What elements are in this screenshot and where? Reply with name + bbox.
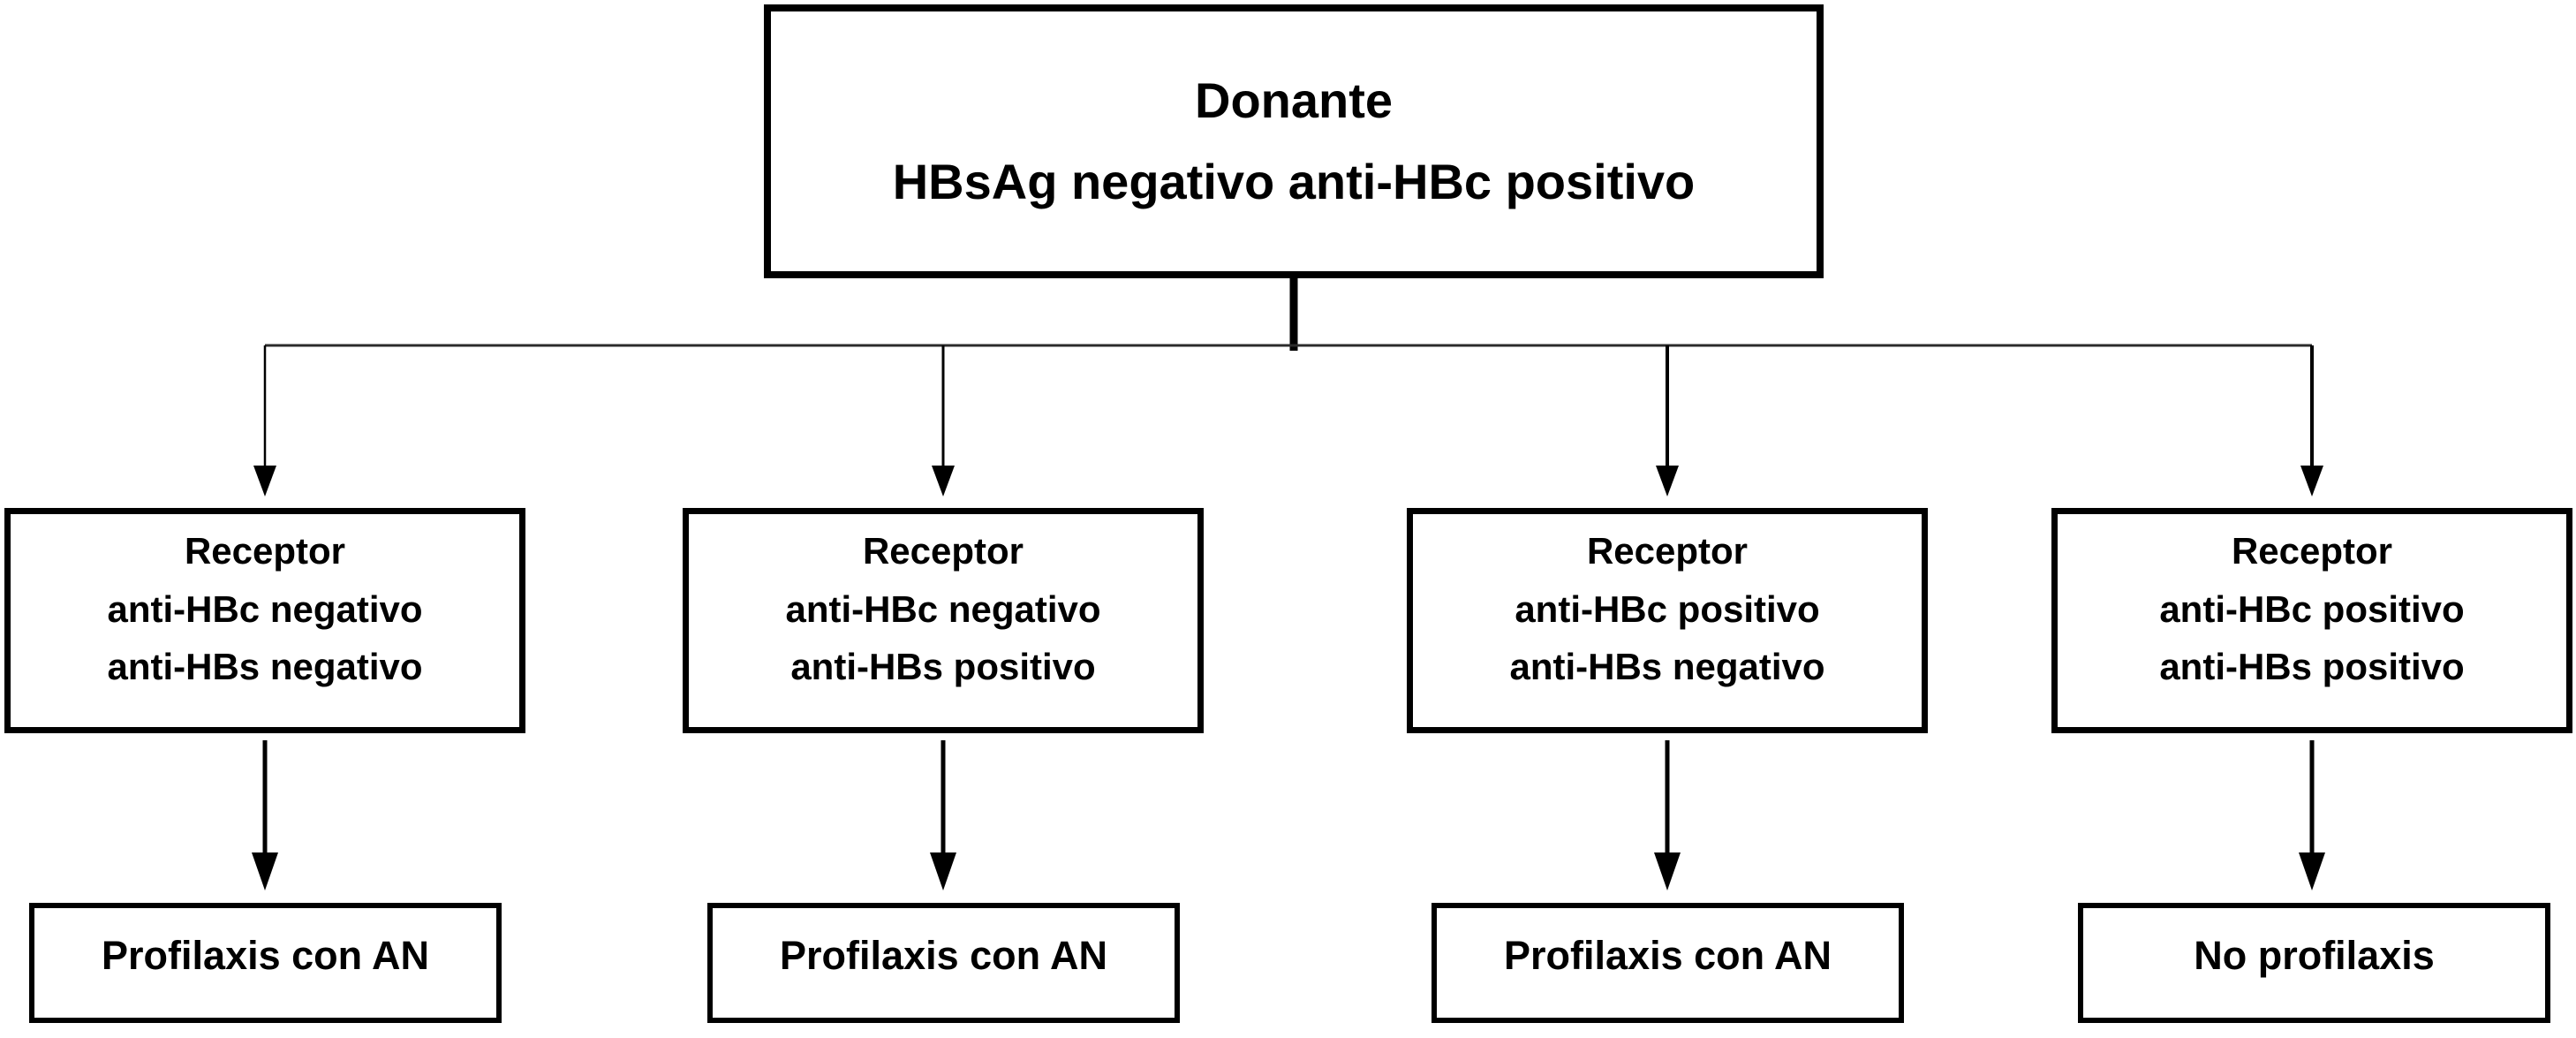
outcome-box-4: No profilaxis [2078,903,2550,1023]
donor-box: Donante HBsAg negativo anti-HBc positivo [764,4,1824,278]
outcome-box-3: Profilaxis con AN [1432,903,1904,1023]
receptor-2-title: Receptor [862,529,1024,572]
branch-arrow-1 [253,345,276,496]
outcome-arrow-4 [2299,740,2325,890]
outcome-arrow-3 [1654,740,1681,890]
receptor-box-4: Receptor anti-HBc positivo anti-HBs posi… [2051,508,2572,733]
outcome-box-2: Profilaxis con AN [707,903,1180,1023]
receptor-4-antihbc: anti-HBc positivo [2159,587,2465,630]
donor-title: Donante [1195,72,1393,128]
donor-serology: HBsAg negativo anti-HBc positivo [892,154,1696,209]
outcome-4-label: No profilaxis [2194,933,2435,978]
outcome-box-1: Profilaxis con AN [29,903,502,1023]
receptor-3-title: Receptor [1586,529,1749,572]
branch-arrow-3 [1656,345,1679,496]
receptor-3-antihbs: anti-HBs negativo [1509,646,1825,688]
receptor-4-antihbs: anti-HBs positivo [2159,646,2465,688]
outcome-arrow-2 [930,740,956,890]
receptor-box-1: Receptor anti-HBc negativo anti-HBs nega… [4,508,525,733]
receptor-2-antihbs: anti-HBs positivo [790,646,1096,688]
receptor-1-title: Receptor [184,529,346,572]
receptor-2-antihbc: anti-HBc negativo [785,587,1101,630]
receptor-4-title: Receptor [2231,529,2393,572]
receptor-1-antihbc: anti-HBc negativo [107,587,423,630]
branch-arrow-4 [2300,345,2323,496]
outcome-arrow-1 [252,740,278,890]
receptor-box-2: Receptor anti-HBc negativo anti-HBs posi… [683,508,1204,733]
receptor-1-antihbs: anti-HBs negativo [107,646,423,688]
receptor-3-antihbc: anti-HBc positivo [1515,587,1820,630]
receptor-box-3: Receptor anti-HBc positivo anti-HBs nega… [1407,508,1928,733]
outcome-2-label: Profilaxis con AN [780,933,1107,978]
outcome-1-label: Profilaxis con AN [102,933,429,978]
branch-arrow-2 [932,345,955,496]
outcome-3-label: Profilaxis con AN [1504,933,1832,978]
